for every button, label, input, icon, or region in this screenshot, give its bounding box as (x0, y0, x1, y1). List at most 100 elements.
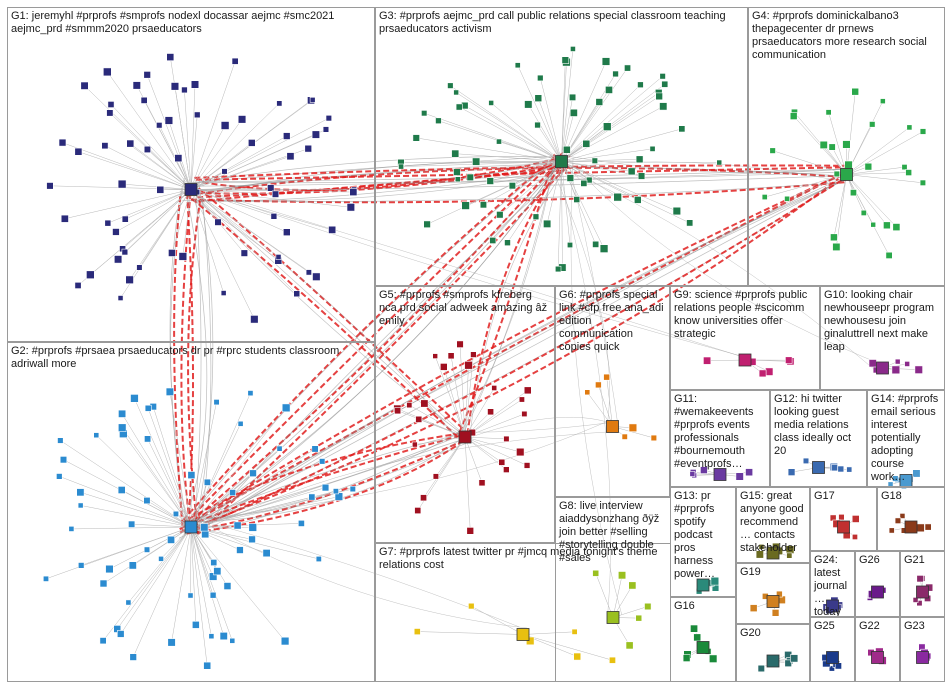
node (758, 543, 765, 550)
node (534, 94, 543, 102)
node-cluster-g9 (703, 353, 795, 378)
intra-edge (409, 404, 466, 438)
node (851, 515, 860, 523)
node (789, 112, 798, 120)
inter-group-edge (552, 170, 610, 434)
node (830, 233, 838, 242)
inter-group-edge (195, 166, 851, 181)
node (413, 628, 421, 635)
node (130, 394, 139, 403)
intra-edge (443, 366, 466, 438)
node-cluster-g15 (755, 542, 795, 560)
intra-edge (464, 387, 495, 438)
inter-group-edge (180, 192, 192, 530)
intra-edge (464, 436, 521, 453)
group-g26: G26 (855, 551, 900, 617)
node (121, 215, 129, 223)
node (328, 225, 337, 234)
node (247, 390, 254, 397)
node (156, 185, 165, 194)
inter-group-edge (195, 168, 566, 538)
node (236, 546, 244, 554)
node (580, 179, 588, 187)
node (496, 138, 502, 145)
group-g5: G5: #prprofs #smprofs kfreberg nca prd s… (375, 286, 555, 543)
node (270, 213, 278, 220)
intra-edge (190, 189, 275, 217)
node (165, 387, 175, 396)
group-label-g20: G20 (740, 627, 761, 639)
node (635, 614, 643, 622)
intra-edge (117, 189, 192, 260)
intra-edge (170, 57, 192, 190)
node (203, 478, 211, 486)
node (114, 255, 123, 264)
inter-group-edge (459, 159, 555, 436)
node (523, 386, 532, 395)
intra-edge (62, 142, 192, 190)
node (888, 527, 895, 534)
node (181, 86, 188, 94)
node (144, 404, 152, 412)
node-cluster-g24 (822, 596, 843, 614)
intra-edge (846, 174, 897, 228)
node (466, 527, 474, 535)
intra-edge (190, 496, 312, 528)
group-g13: G13: pr #prprofs spotify podcast pros ha… (670, 487, 736, 597)
node (661, 80, 669, 88)
inter-group-edge (169, 187, 185, 526)
intra-edge (190, 189, 317, 277)
node (322, 126, 330, 133)
inter-group-edge (192, 167, 848, 193)
node (608, 656, 616, 664)
intra-edge (147, 408, 192, 528)
node (625, 641, 634, 650)
intra-edge (846, 174, 874, 225)
inter-group-edge (184, 183, 740, 356)
intra-edge (423, 436, 466, 498)
intra-edge (561, 60, 566, 162)
inter-group-edge (182, 155, 557, 521)
node (74, 147, 83, 156)
node (143, 71, 151, 79)
node (554, 265, 562, 273)
intra-edge (492, 161, 562, 241)
node (833, 170, 840, 178)
intra-edge (190, 142, 252, 190)
node (271, 190, 280, 198)
node (828, 665, 835, 672)
group-g17: G17 (810, 487, 877, 551)
node (914, 365, 923, 374)
node (170, 82, 180, 91)
node (293, 290, 301, 298)
hub-node (826, 651, 839, 664)
node (105, 564, 114, 574)
node (213, 399, 220, 406)
inter-group-edge (185, 172, 844, 527)
node (275, 254, 282, 260)
hub-node (766, 595, 780, 608)
node-cluster-g1 (46, 53, 358, 324)
node (286, 152, 295, 161)
intra-edge (190, 526, 224, 637)
node (700, 466, 708, 474)
intra-edge (490, 161, 562, 182)
node (117, 295, 124, 301)
node (143, 546, 151, 553)
intra-edge (450, 85, 562, 162)
group-g15: G15: great anyone good recommend… contac… (736, 487, 810, 563)
intra-edge (190, 134, 317, 190)
group-label-g15: G15: great anyone good recommend… contac… (740, 490, 804, 563)
intra-edge (130, 143, 192, 190)
intra-edge (190, 393, 251, 528)
node (129, 653, 137, 661)
node (214, 218, 222, 226)
node (220, 290, 227, 296)
hub-node (916, 585, 929, 599)
node (912, 469, 921, 478)
node (633, 196, 642, 204)
inter-group-edge (173, 196, 184, 533)
intra-edge (77, 189, 192, 286)
intra-edge (110, 104, 192, 190)
